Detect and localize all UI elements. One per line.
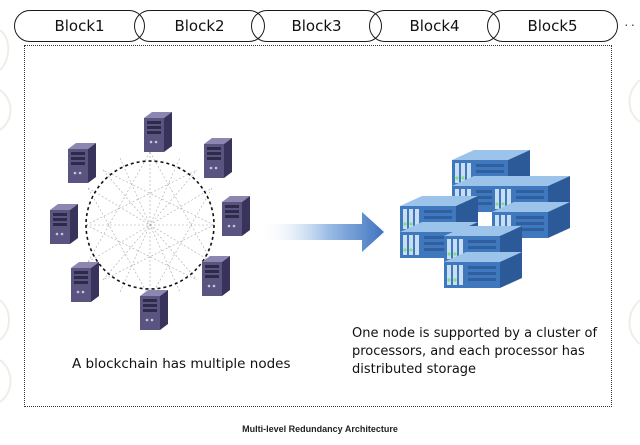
right-caption: One node is supported by a cluster of pr… [352, 326, 598, 377]
block-label: Block1 [54, 17, 105, 35]
node-mesh [85, 151, 215, 299]
block-chain-row: Block1 Block2 Block3 Block4 Block5 · · [0, 0, 640, 50]
block-label: Block2 [174, 17, 225, 35]
server-icon [50, 204, 78, 244]
server-cluster-icon [400, 150, 570, 288]
arrow-right-icon [258, 212, 384, 252]
block-label: Block3 [291, 17, 342, 35]
block-label: Block5 [527, 17, 578, 35]
figure-caption: Multi-level Redundancy Architecture [242, 424, 398, 434]
server-icon [71, 262, 99, 302]
blockchain-ring [85, 160, 215, 290]
server-icon [204, 138, 232, 178]
server-icon [202, 256, 230, 296]
server-icon [222, 196, 250, 236]
node-frame [24, 45, 612, 407]
block-5: Block5 [487, 10, 618, 42]
more-blocks-ellipsis: · · [624, 16, 635, 32]
server-icon [68, 143, 96, 183]
server-icon [140, 290, 168, 330]
block-label: Block4 [409, 17, 460, 35]
server-icon [144, 112, 172, 152]
left-caption: A blockchain has multiple nodes [72, 356, 291, 372]
